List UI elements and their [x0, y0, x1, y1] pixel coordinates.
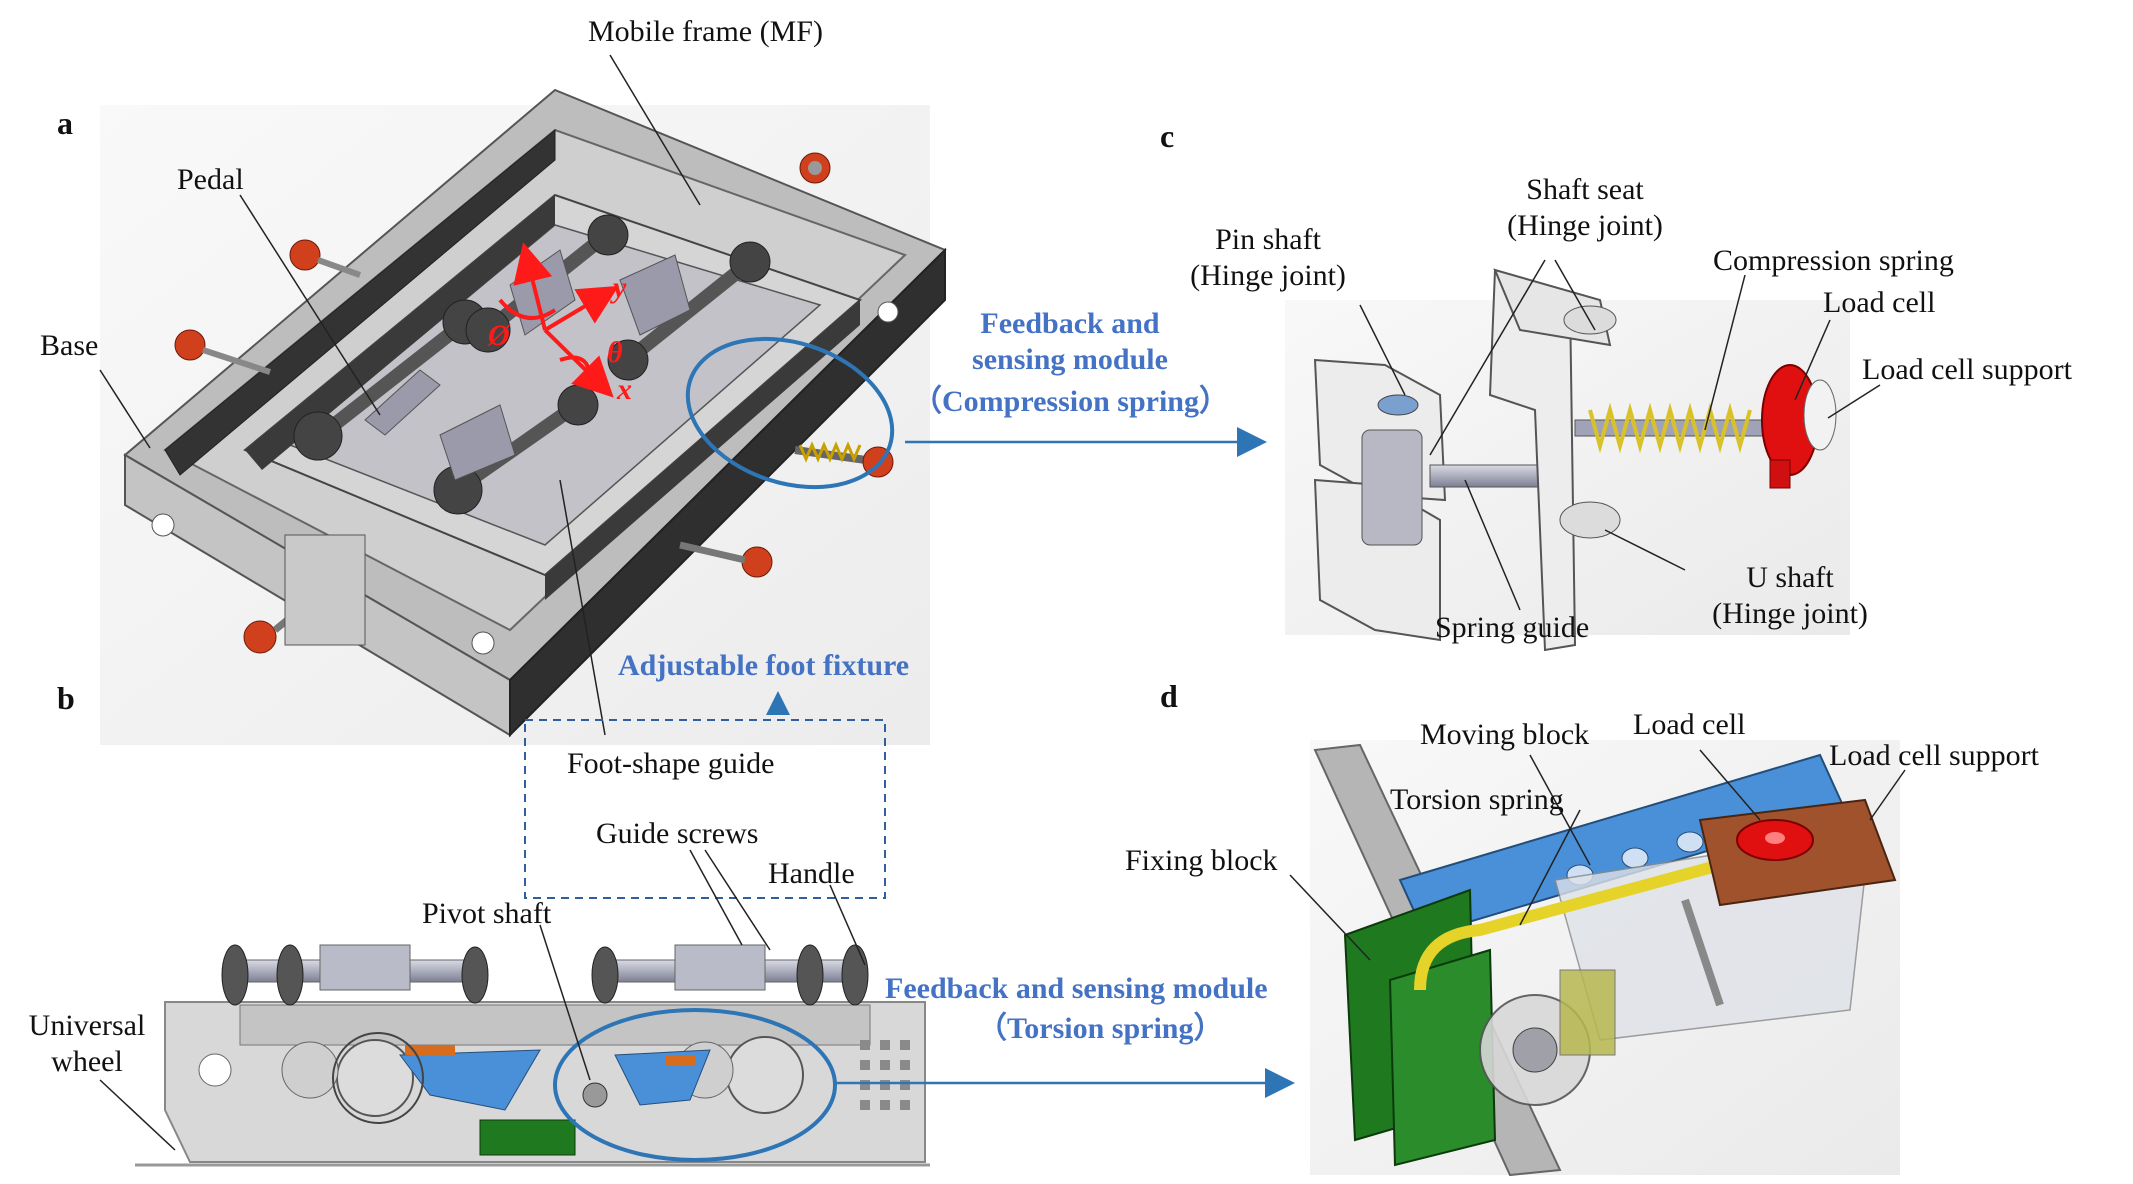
label-universal-wheel-line1: Universal	[28, 1009, 146, 1042]
side-pedal-left	[221, 944, 489, 1006]
label-pivot-shaft: Pivot shaft	[422, 897, 552, 930]
universal-wheel-left-2	[281, 1041, 339, 1099]
callout-torsion-line2: （Torsion spring）	[977, 1012, 1224, 1045]
callout-compression-module: Feedback and sensing module	[955, 306, 1185, 378]
callout-compression-line1: Feedback and	[980, 307, 1160, 340]
compression-module-upper-right	[799, 152, 831, 184]
axis-label-phi: Ø	[488, 319, 510, 352]
panel-label-d: d	[1160, 678, 1178, 714]
label-universal-wheel-line2: wheel	[51, 1045, 123, 1078]
panel-label-c: c	[1160, 118, 1175, 154]
axis-label-y: y	[613, 271, 627, 304]
panel-a-drawing	[99, 54, 947, 745]
axis-label-theta: θ	[607, 336, 623, 369]
label-u-shaft-line1: U shaft	[1746, 561, 1834, 594]
callout-compression-line2: sensing module	[972, 343, 1168, 376]
label-torsion-spring: Torsion spring	[1390, 783, 1564, 816]
base-hole	[471, 631, 495, 655]
panel-label-b: b	[57, 680, 75, 716]
label-guide-screws: Guide screws	[596, 817, 759, 850]
base-hole	[151, 513, 175, 537]
torsion-module-highlight	[553, 1008, 837, 1162]
leader-lines-c	[1359, 259, 1881, 611]
label-shaft-seat: Shaft seat (Hinge joint)	[1475, 172, 1695, 244]
label-pedal: Pedal	[177, 163, 244, 196]
panel-b-drawing	[99, 849, 930, 1167]
label-base: Base	[40, 329, 99, 362]
label-pin-shaft: Pin shaft (Hinge joint)	[1168, 222, 1368, 294]
u-shaft	[1559, 501, 1621, 539]
label-load-cell-support-d: Load cell support	[1829, 739, 2039, 772]
torsion-hub-inner	[1512, 1027, 1558, 1073]
label-u-shaft: U shaft (Hinge joint)	[1690, 560, 1890, 632]
label-load-cell-d: Load cell	[1633, 708, 1746, 741]
torsion-moving-block-left	[399, 1049, 541, 1111]
label-foot-shape-guide: Foot-shape guide	[567, 747, 775, 780]
compression-module-bottom	[679, 541, 773, 578]
pedal-right	[607, 241, 771, 381]
fixing-block-front	[1388, 948, 1497, 1167]
torsion-highlight-left	[332, 1032, 424, 1124]
base-hole	[877, 301, 899, 323]
label-shaft-seat-line1: Shaft seat	[1526, 173, 1644, 206]
side-perforations	[860, 1040, 910, 1110]
torsion-fixing-block	[479, 1119, 576, 1156]
label-load-cell-support-c: Load cell support	[1862, 353, 2072, 386]
pin-shaft-top	[1377, 394, 1419, 416]
base-right-wall	[509, 247, 946, 738]
load-cell-support	[1803, 379, 1837, 451]
label-load-cell-c: Load cell	[1823, 286, 1936, 319]
label-universal-wheel: Universal wheel	[12, 1008, 162, 1080]
coordinate-axes	[498, 242, 619, 398]
torsion-spring	[1414, 859, 1722, 991]
label-shaft-seat-line2: (Hinge joint)	[1507, 209, 1663, 242]
label-u-shaft-line2: (Hinge joint)	[1712, 597, 1868, 630]
axis-label-x: x	[617, 373, 632, 406]
compression-spring-coil	[1588, 402, 1752, 454]
pedal-lower	[433, 384, 599, 515]
universal-wheel-left	[336, 1039, 414, 1117]
panel-c-drawing	[1285, 259, 1881, 652]
mobile-frame-wall-left	[245, 195, 555, 470]
label-compression-spring: Compression spring	[1713, 244, 1954, 277]
panel-label-a: a	[57, 105, 73, 141]
pin-shaft-hinge	[1361, 429, 1423, 546]
label-fixing-block: Fixing block	[1125, 844, 1278, 877]
compression-module-highlight	[685, 336, 895, 490]
panel-d-drawing	[1289, 740, 1906, 1177]
torsion-load-cell-bar-2	[665, 1055, 695, 1065]
side-pedal-right	[591, 944, 869, 1006]
label-pin-shaft-line2: (Hinge joint)	[1190, 259, 1346, 292]
bolt	[1681, 898, 1724, 1007]
compression-module-left-1	[289, 239, 362, 278]
callout-compression-line3: （Compression spring）	[912, 385, 1229, 418]
base-back-wall	[164, 128, 556, 476]
torsion-load-cell-bar	[405, 1045, 455, 1055]
label-mobile-frame: Mobile frame (MF)	[588, 15, 823, 48]
leader-lines-a	[99, 54, 701, 736]
compression-module-left-2	[174, 329, 271, 375]
label-moving-block: Moving block	[1420, 718, 1590, 751]
pivot-shaft	[582, 1082, 608, 1108]
callout-adjustable-foot-fixture: Adjustable foot fixture	[618, 649, 910, 682]
torsion-cam	[1559, 969, 1616, 1056]
load-cell-stem	[1769, 459, 1791, 489]
leader-lines-d	[1289, 749, 1906, 961]
label-spring-guide: Spring guide	[1435, 611, 1590, 644]
mobile-frame-wall-right	[545, 300, 860, 600]
label-pin-shaft-line1: Pin shaft	[1215, 223, 1321, 256]
callout-torsion-line1: Feedback and sensing module	[885, 972, 1268, 1005]
side-hole	[198, 1053, 232, 1087]
foot-fixture-dashed-box	[524, 719, 886, 899]
universal-wheel-right	[726, 1036, 804, 1114]
load-cell-d-center	[1765, 832, 1785, 844]
leader-lines-b	[99, 849, 866, 1151]
compression-module-front	[243, 534, 366, 654]
label-handle: Handle	[768, 857, 855, 890]
